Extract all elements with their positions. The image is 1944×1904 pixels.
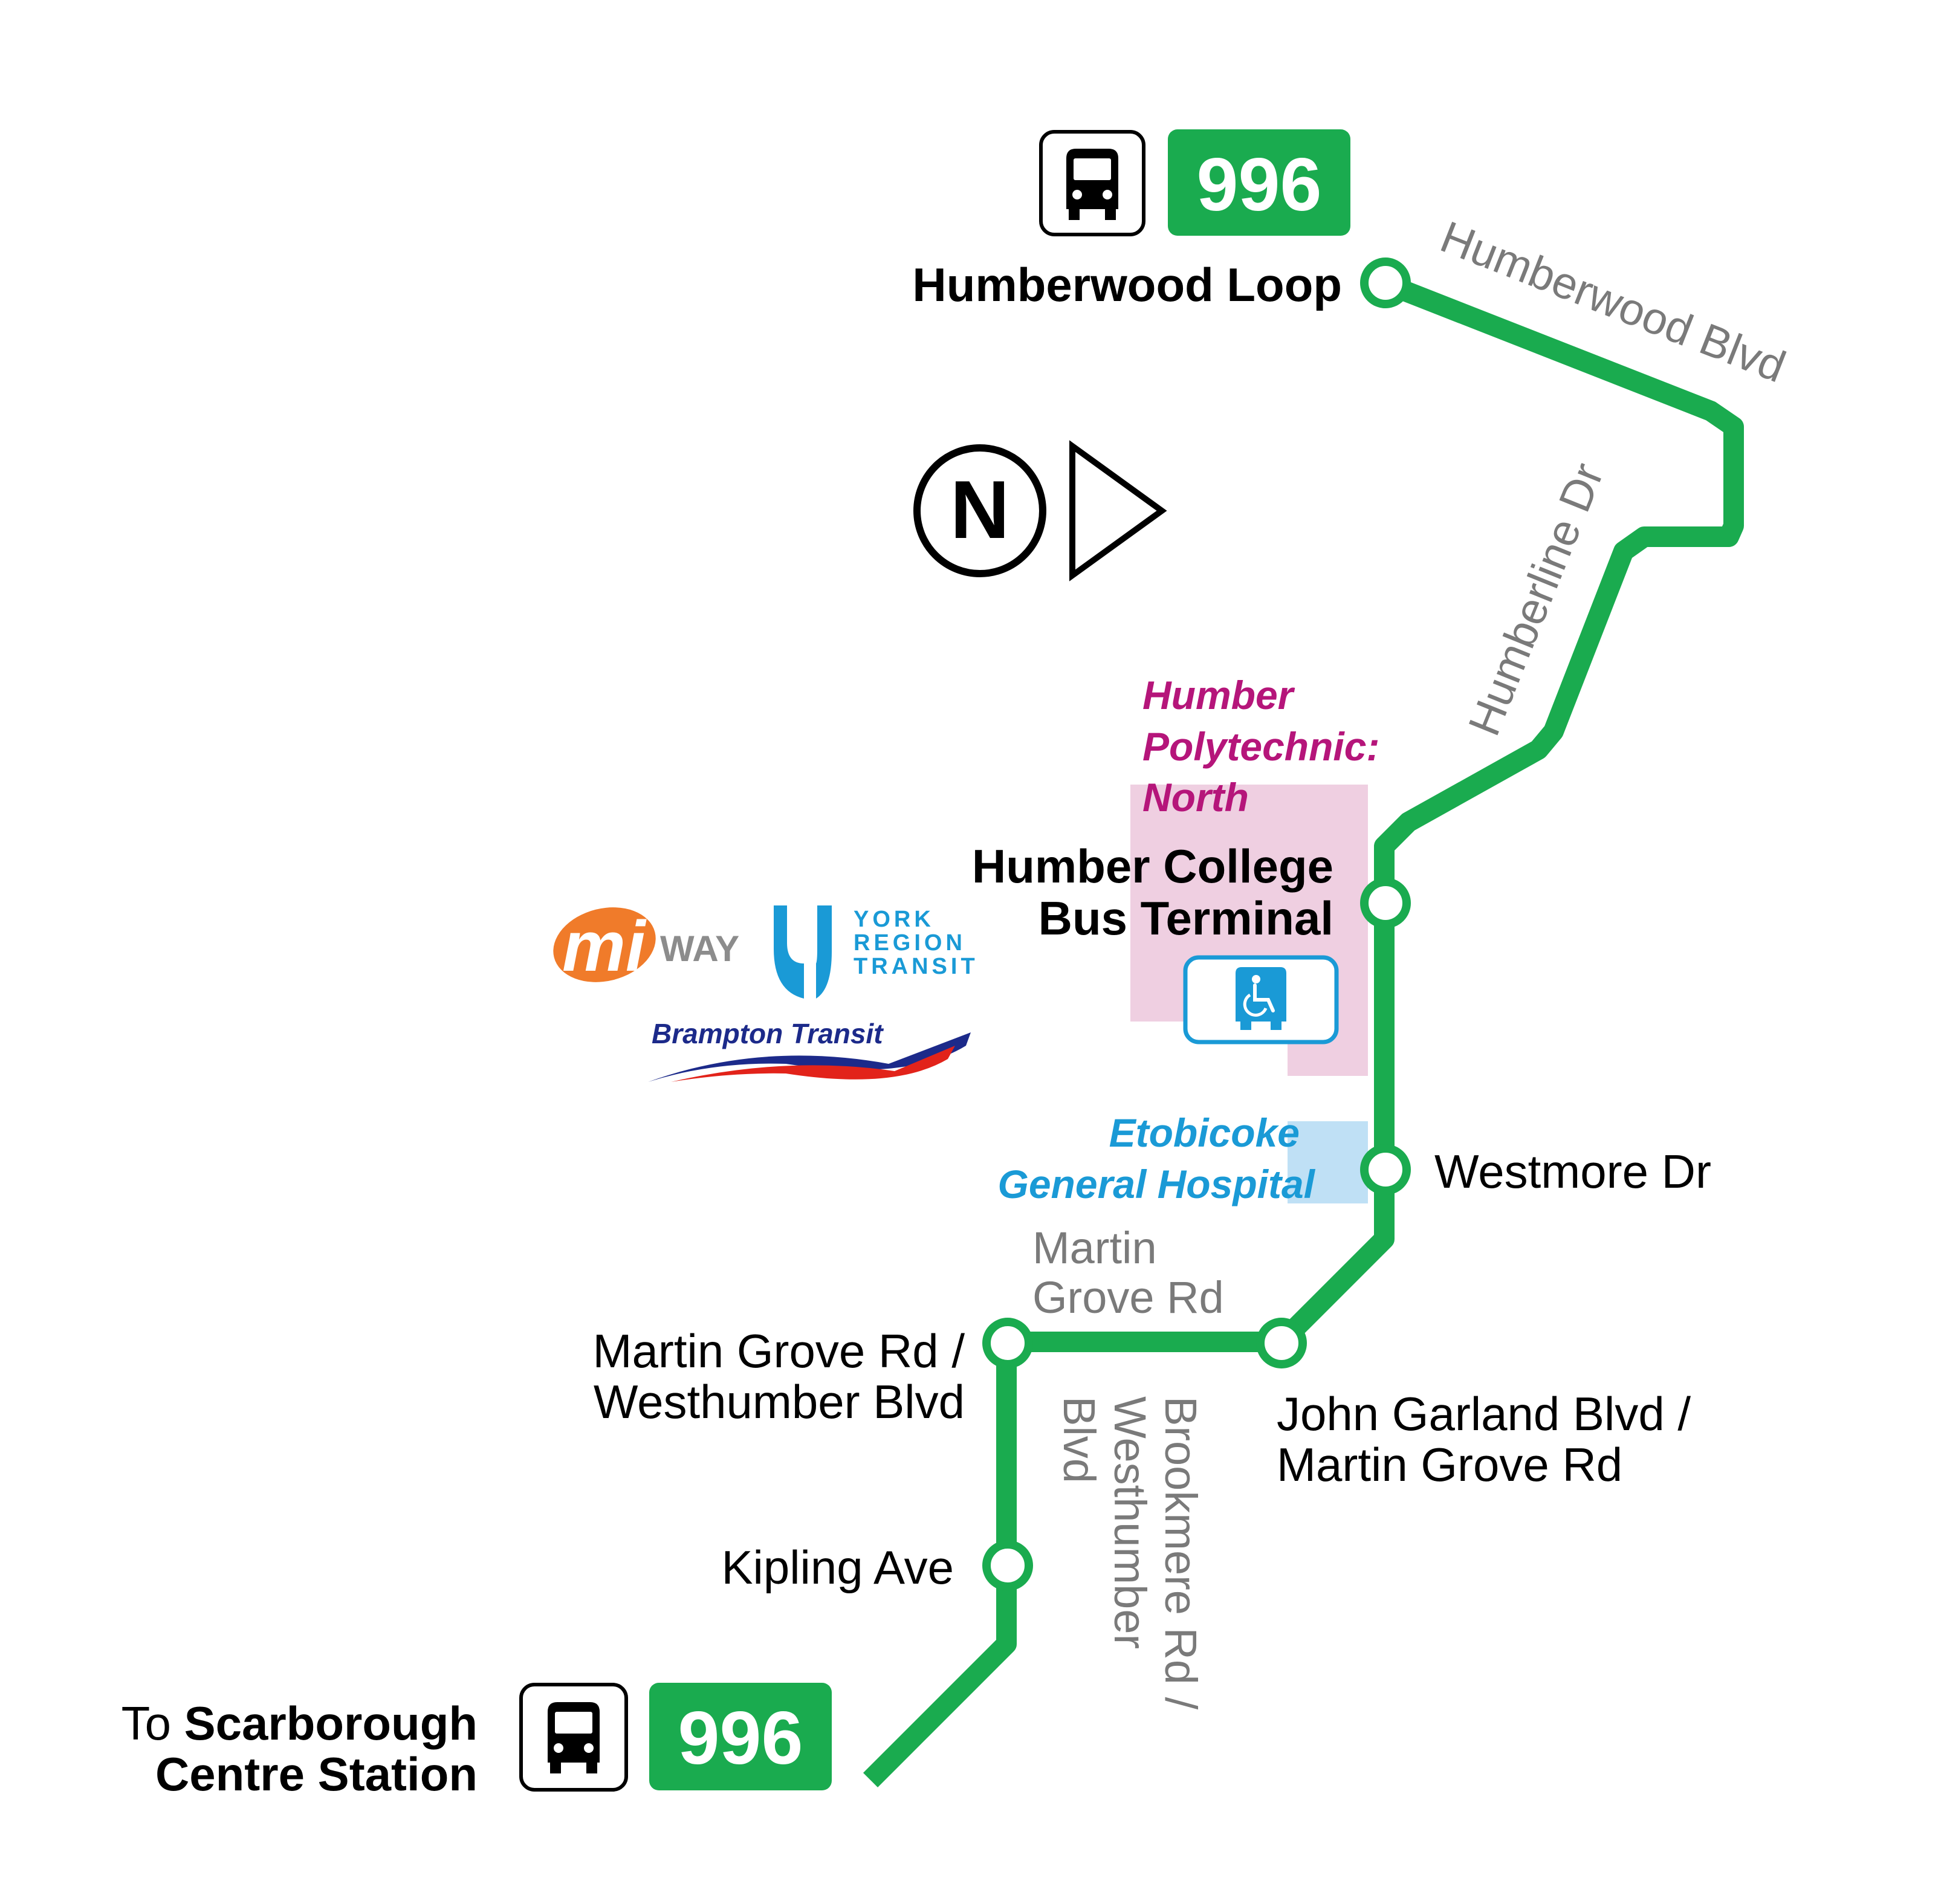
north-arrow-icon	[1069, 440, 1167, 581]
stop-martin-grove-westhumber[interactable]	[982, 1318, 1033, 1368]
poi-etobicoke-1: Etobicoke	[1109, 1110, 1300, 1155]
miway-logo-way: WAY	[660, 928, 739, 969]
wheelchair-accessible-icon	[1183, 955, 1339, 1044]
stop-humberwood-loop[interactable]	[1360, 257, 1411, 308]
poi-humber-1: Humber	[1142, 673, 1295, 717]
north-compass: N	[913, 444, 1046, 577]
yrt-logo-line3: TRANSIT	[854, 954, 979, 979]
poi-etobicoke-2: General Hospital	[998, 1162, 1316, 1206]
miway-logo: mi WAY	[553, 907, 739, 986]
stop-label-john-garland-2: Martin Grove Rd	[1277, 1438, 1622, 1491]
street-martin-grove-2: Grove Rd	[1032, 1272, 1224, 1323]
bus-icon	[519, 1683, 628, 1792]
street-martin-grove-1: Martin	[1032, 1223, 1157, 1273]
miway-logo-mi: mi	[562, 907, 647, 986]
route-number-top: 996	[1197, 143, 1322, 227]
stop-label-humber-college-2: Bus Terminal	[1038, 892, 1333, 945]
destination-line2: Centre Station	[155, 1747, 478, 1801]
bus-icon	[1039, 130, 1145, 236]
route-number-bottom: 996	[678, 1697, 803, 1780]
street-brookmere: Brookmere Rd / Westhumber Blvd	[1054, 1396, 1206, 1710]
street-brookmere-2: Westhumber	[1105, 1396, 1155, 1649]
stop-john-garland[interactable]	[1256, 1318, 1307, 1368]
stop-label-kipling: Kipling Ave	[721, 1541, 954, 1594]
yrt-logo: YORK REGION TRANSIT	[774, 905, 979, 999]
destination-line1: To Scarborough	[122, 1697, 478, 1750]
stop-label-martin-grove-westhumber-2: Westhumber Blvd	[594, 1375, 965, 1428]
street-brookmere-1: Brookmere Rd /	[1156, 1396, 1206, 1710]
stop-kipling[interactable]	[982, 1540, 1033, 1591]
route-badge-bottom: 996	[649, 1683, 832, 1790]
hospital-area	[1288, 1121, 1368, 1203]
poi-humber-3: North	[1142, 775, 1249, 820]
street-humberline-dr: Humberline Dr	[1459, 456, 1613, 742]
brampton-transit-logo: Brampton Transit	[648, 1018, 971, 1082]
stop-label-westmore: Westmore Dr	[1434, 1145, 1711, 1198]
stop-westmore[interactable]	[1360, 1144, 1411, 1195]
yrt-logo-line1: YORK	[854, 907, 935, 932]
street-brookmere-3: Blvd	[1054, 1396, 1104, 1483]
stop-label-john-garland-1: John Garland Blvd /	[1277, 1387, 1691, 1440]
poi-humber-2: Polytechnic:	[1142, 724, 1379, 769]
brampton-transit-logo-text: Brampton Transit	[652, 1018, 884, 1049]
stop-humber-college[interactable]	[1360, 878, 1411, 928]
stop-label-humber-college-1: Humber College	[972, 840, 1333, 893]
yrt-logo-line2: REGION	[854, 930, 966, 956]
route-badge-top: 996	[1168, 129, 1350, 236]
stop-label-humberwood-loop: Humberwood Loop	[912, 258, 1342, 311]
stop-label-martin-grove-westhumber-1: Martin Grove Rd /	[592, 1324, 965, 1378]
compass-letter: N	[950, 464, 1009, 555]
route-line	[863, 273, 1744, 1788]
